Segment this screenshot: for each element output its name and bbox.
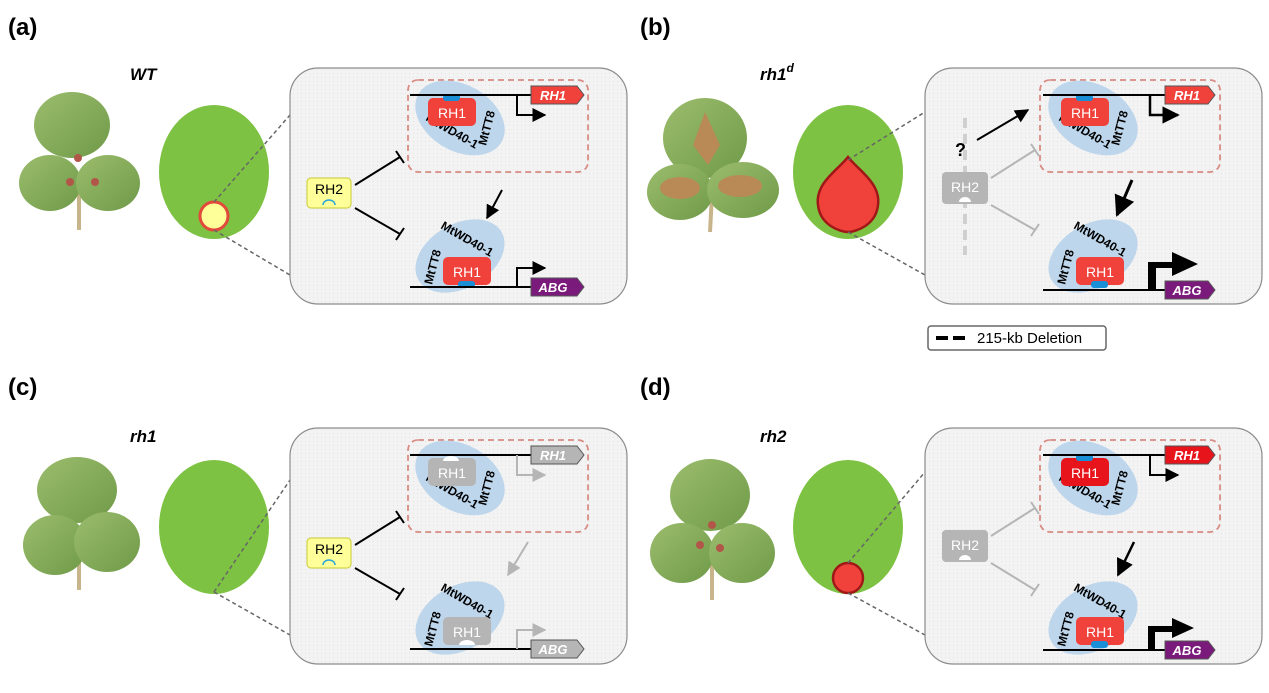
rh1-protein-label: RH1 [438,465,466,481]
panel-label: (a) [8,14,37,41]
panel-label: (b) [640,14,671,41]
nucleus-dashed-box [407,79,589,173]
callout-box [924,67,1263,305]
nucleus-dashed-box [1039,79,1221,173]
abg-gene: ABG [1164,280,1216,300]
abg-gene: ABG [530,639,585,659]
panel-b: (b) rh1d ? RH2 MtWD [640,14,1263,305]
rh2-protein: RH2 [942,530,988,562]
rh1-gene: RH1 [530,445,585,465]
rh1-protein-label: RH1 [1071,105,1099,121]
leaf-oval [159,460,269,594]
top-complex: MtWD40-1 MtTT8 RH1 [1048,440,1138,516]
rh1-protein-label: RH1 [1071,465,1099,481]
legend-text: 215-kb Deletion [977,330,1082,347]
leaf-oval [159,105,269,239]
rh2-label: RH2 [951,537,979,553]
bottom-complex: MtWD40-1 MtTT8 RH1 [1048,218,1138,293]
callout-box [289,427,628,665]
genotype-title: rh1 [130,427,156,446]
abg-gene-label: ABG [1172,643,1202,658]
red-spot [831,561,865,595]
abg-gene: ABG [530,277,585,297]
top-complex: MtWD40-1 MtTT8 RH1 [415,440,505,516]
rh2-label: RH2 [315,181,343,197]
bottom-complex: MtWD40-1 MtTT8 RH1 [1048,580,1138,655]
top-complex: MtWD40-1 MtTT8 RH1 [415,80,505,156]
question-mark: ? [955,140,966,160]
leaf-oval [793,460,903,594]
nucleus-dashed-box [407,439,589,533]
panel-label: (d) [640,374,671,401]
abg-gene: ABG [1164,640,1216,660]
genotype-title: rh1d [760,61,794,84]
nucleus-dashed-box [1039,439,1221,533]
rh1-gene-label: RH1 [1174,448,1200,463]
rh2-label: RH2 [951,179,979,195]
callout-box [924,427,1263,665]
rh1-protein-label: RH1 [1086,624,1114,640]
panel-c: (c) rh1 RH2 MtWD40-1 MtTT8 RH1 [8,374,628,665]
rh1-protein-label: RH1 [1086,264,1114,280]
leaf-photo [19,92,140,230]
abg-gene-label: ABG [538,642,568,657]
genotype-title: rh2 [760,427,787,446]
rh1-gene-label: RH1 [540,88,566,103]
abg-gene-label: ABG [1172,283,1202,298]
panel-a: (a) WT RH2 [8,14,628,305]
genotype-title: WT [130,65,158,84]
callout-box [289,67,628,305]
abg-gene-label: ABG [538,280,568,295]
rh1-gene-label: RH1 [1174,88,1200,103]
panel-label: (c) [8,374,37,401]
leaf-photo [650,459,775,600]
rh1-gene: RH1 [1164,85,1216,105]
bottom-complex: MtWD40-1 MtTT8 RH1 [415,580,505,655]
leaf-photo [23,457,140,590]
rh2-protein: RH2 [306,537,352,569]
legend: 215-kb Deletion [927,325,1107,351]
rh1-protein-label: RH1 [438,105,466,121]
rh2-protein: RH2 [942,172,988,204]
rh2-label: RH2 [315,541,343,557]
rh1-gene-label: RH1 [540,448,566,463]
top-complex: MtWD40-1 MtTT8 RH1 [1048,80,1138,156]
panel-d: (d) rh2 RH2 MtWD40-1 MtTT8 [640,374,1263,665]
rh1-protein-label: RH1 [453,624,481,640]
rh1-gene: RH1 [1164,445,1216,465]
rh1-gene: RH1 [530,85,585,105]
rh1-protein-label: RH1 [453,264,481,280]
red-spot [198,200,230,232]
rh2-protein: RH2 [306,177,352,209]
leaf-photo [647,98,779,233]
